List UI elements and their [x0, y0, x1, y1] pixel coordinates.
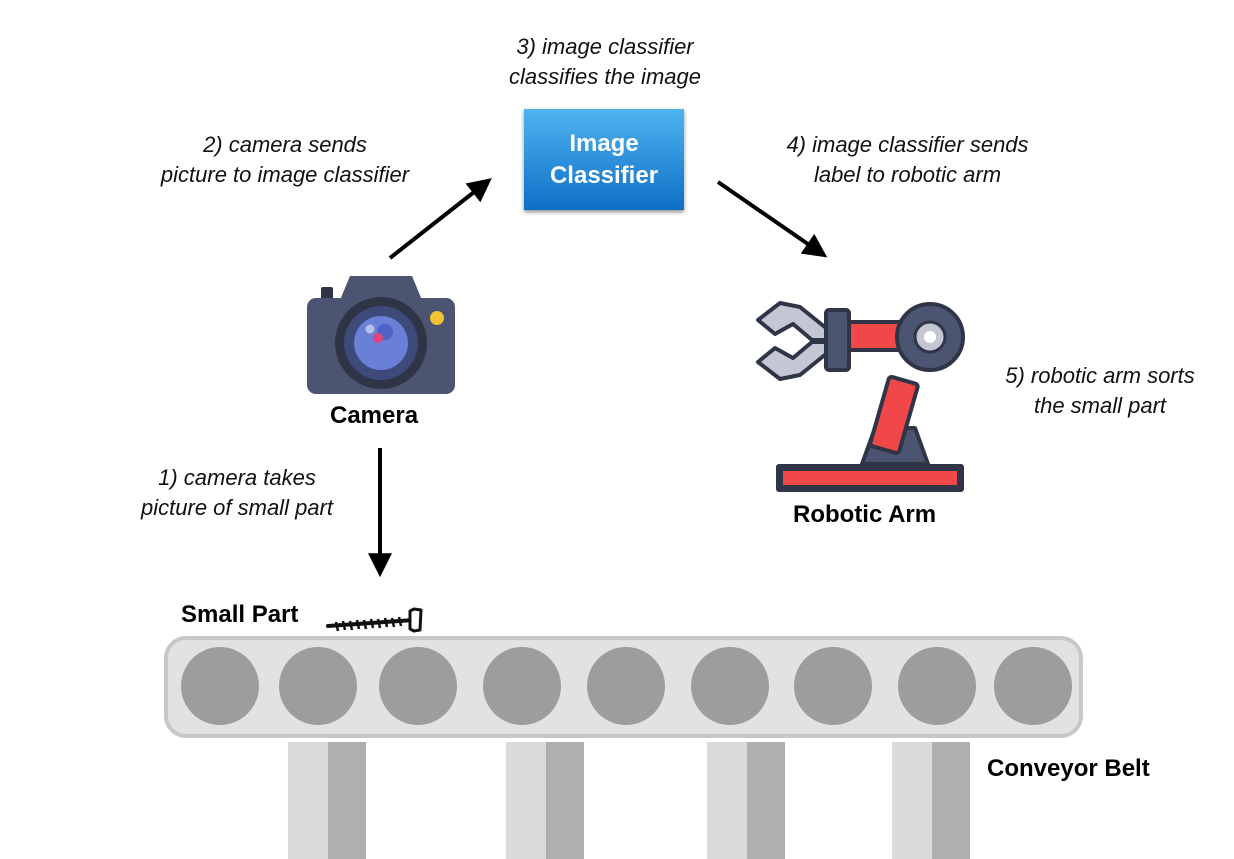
small-part-label: Small Part: [181, 601, 299, 628]
conveyor-legs: [288, 742, 970, 859]
camera-icon: [307, 276, 455, 394]
conveyor-belt-label: Conveyor Belt: [987, 755, 1150, 782]
step5-line2: the small part: [1033, 393, 1167, 418]
step1-line2: picture of small part: [141, 495, 333, 520]
step3-line1: 3) image classifier: [516, 34, 694, 59]
classifier-label-line2: Classifier: [549, 161, 659, 189]
step3-line2: classifies the image: [509, 64, 701, 89]
step2-line1: 2) camera sends: [203, 132, 367, 157]
conveyor-belt-illustration: [164, 636, 1083, 738]
step5-line1: 5) robotic arm sorts: [1005, 363, 1195, 388]
step4-line2: label to robotic arm: [813, 162, 1002, 187]
step5-caption: 5) robotic arm sorts the small part: [985, 361, 1215, 421]
step2-line2: picture to image classifier: [160, 162, 410, 187]
screw-icon: [326, 607, 423, 633]
robotic-arm-label: Robotic Arm: [793, 501, 937, 528]
step3-caption: 3) image classifier classifies the image: [485, 32, 725, 92]
classifier-label-line1: Image: [569, 129, 639, 157]
step1-caption: 1) camera takes picture of small part: [118, 463, 356, 523]
arrow-camera-to-classifier: [388, 178, 492, 260]
step2-caption: 2) camera sends picture to image classif…: [130, 130, 440, 190]
camera-label: Camera: [330, 402, 419, 429]
image-classifier-box: Image Classifier: [524, 109, 684, 210]
arrow-classifier-to-arm: [716, 180, 828, 258]
step1-line1: 1) camera takes: [158, 465, 316, 490]
step4-caption: 4) image classifier sends label to robot…: [760, 130, 1055, 190]
robotic-arm-icon: [756, 301, 965, 492]
step4-line1: 4) image classifier sends: [786, 132, 1029, 157]
